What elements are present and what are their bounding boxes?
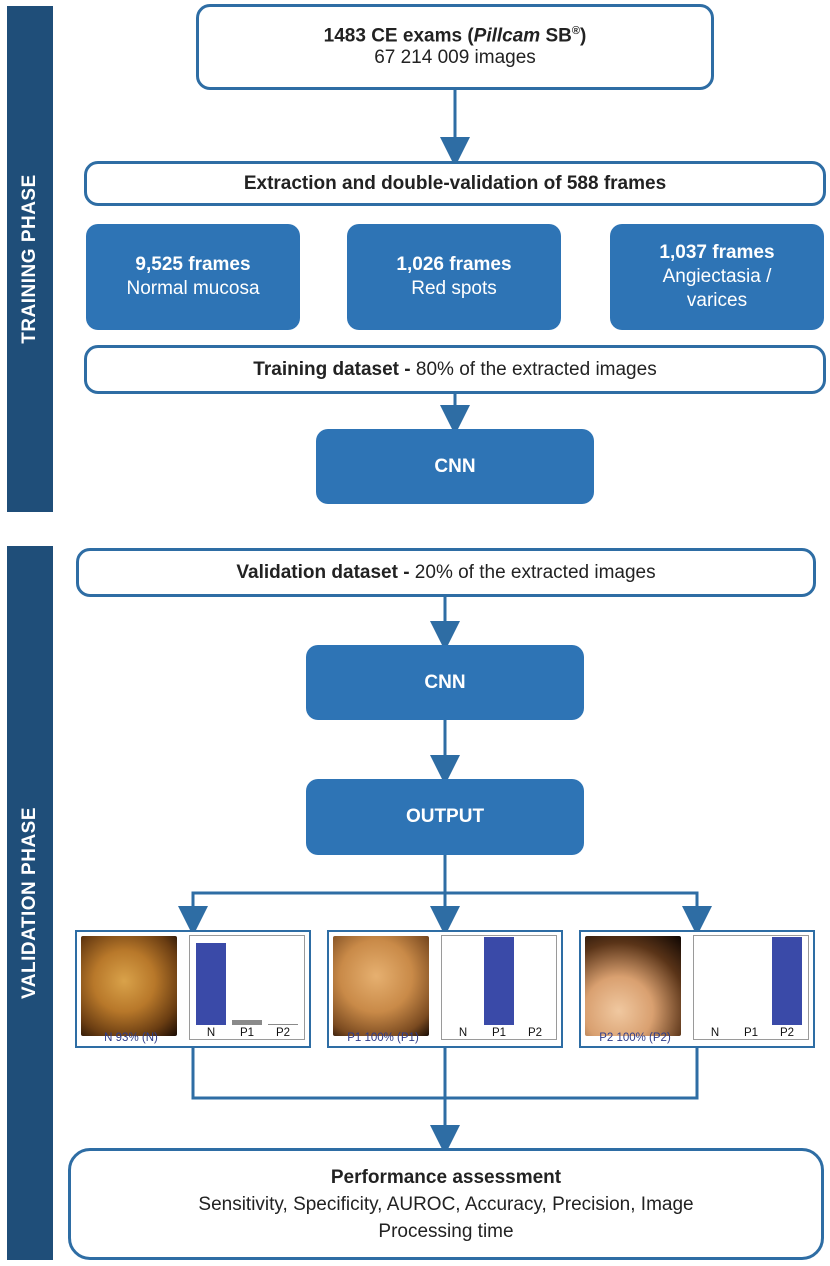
training-phase-bar: TRAINING PHASE [7, 6, 53, 512]
performance-box: Performance assessment Sensitivity, Spec… [68, 1148, 824, 1260]
source-exams-line: 1483 CE exams (Pillcam SB®) [323, 24, 587, 47]
tick-p2: P2 [527, 1027, 543, 1039]
output-panel-red-spots: P1 100% (P1) N P1 P2 [327, 930, 563, 1048]
tick-n: N [458, 1027, 468, 1039]
source-images-line: 67 214 009 images [374, 47, 536, 69]
category-angiectasia-varices: 1,037 frames Angiectasia / varices [610, 224, 824, 330]
validation-phase-bar: VALIDATION PHASE [7, 546, 53, 1260]
category-label: Red spots [411, 278, 497, 299]
validation-dataset-text: Validation dataset - 20% of the extracte… [236, 561, 656, 583]
tick-p2: P2 [275, 1027, 291, 1039]
probability-histogram: N P1 P2 [693, 935, 809, 1040]
capsule-image-red-spots [333, 936, 429, 1036]
category-label: Normal mucosa [126, 278, 260, 299]
output-caption: P1 100% (P1) [347, 1032, 419, 1044]
output-label: OUTPUT [405, 806, 485, 827]
output-caption: P2 100% (P2) [599, 1032, 671, 1044]
prob-bar-p2 [772, 937, 802, 1025]
category-count: 1,026 frames [396, 254, 512, 275]
prob-bar-p1 [232, 1020, 262, 1025]
tick-p2: P2 [779, 1027, 795, 1039]
performance-title: Performance assessment [330, 1166, 562, 1188]
tick-p1: P1 [743, 1027, 759, 1039]
output-panel-angiectasia: P2 100% (P2) N P1 P2 [579, 930, 815, 1048]
validation-phase-label: VALIDATION PHASE [19, 806, 40, 1000]
prob-bar-p1 [484, 937, 514, 1025]
cnn-label: CNN [424, 671, 466, 693]
cnn-validation-box: CNN [306, 645, 584, 720]
category-normal-mucosa: 9,525 frames Normal mucosa [86, 224, 300, 330]
source-box: 1483 CE exams (Pillcam SB®) 67 214 009 i… [196, 4, 714, 90]
prob-bar-p2 [268, 1024, 298, 1025]
training-dataset-box: Training dataset - 80% of the extracted … [84, 345, 826, 394]
category-count: 1,037 frames [659, 242, 775, 263]
cnn-label: CNN [434, 455, 476, 477]
performance-metrics-cont: Processing time [378, 1220, 514, 1242]
tick-n: N [710, 1027, 720, 1039]
output-box: OUTPUT [306, 779, 584, 855]
category-red-spots: 1,026 frames Red spots [347, 224, 561, 330]
extraction-text: Extraction and double-validation of 588 … [243, 172, 667, 194]
probability-histogram: N P1 P2 [441, 935, 557, 1040]
tick-p1: P1 [239, 1027, 255, 1039]
validation-dataset-box: Validation dataset - 20% of the extracte… [76, 548, 816, 597]
tick-n: N [206, 1027, 216, 1039]
category-count: 9,525 frames [135, 254, 251, 275]
tick-p1: P1 [491, 1027, 507, 1039]
cnn-training-box: CNN [316, 429, 594, 504]
performance-metrics: Sensitivity, Specificity, AUROC, Accurac… [198, 1193, 694, 1215]
extraction-box: Extraction and double-validation of 588 … [84, 161, 826, 206]
training-dataset-text: Training dataset - 80% of the extracted … [253, 358, 657, 380]
capsule-image-angiectasia [585, 936, 681, 1036]
output-caption: N 93% (N) [104, 1032, 158, 1044]
output-panel-normal: N 93% (N) N P1 P2 [75, 930, 311, 1048]
capsule-image-normal [81, 936, 177, 1036]
probability-histogram: N P1 P2 [189, 935, 305, 1040]
prob-bar-n [196, 943, 226, 1025]
category-label: Angiectasia / varices [662, 266, 772, 311]
training-phase-label: TRAINING PHASE [19, 174, 41, 344]
